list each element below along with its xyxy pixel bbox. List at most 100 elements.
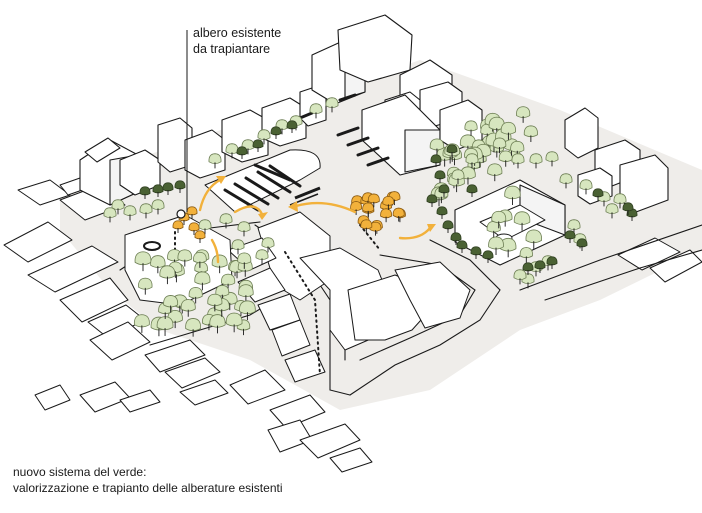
transplant-tree: [360, 219, 373, 234]
existing-tree: [464, 120, 478, 136]
dark-tree: [139, 186, 151, 199]
dark-tree: [174, 180, 186, 193]
existing-tree: [491, 210, 507, 229]
existing-tree: [451, 169, 465, 185]
existing-tree: [487, 163, 503, 182]
existing-tree: [237, 221, 251, 237]
existing-tree: [519, 247, 533, 263]
existing-tree: [465, 153, 479, 169]
dark-tree: [426, 194, 438, 207]
annotation-target-marker: [176, 209, 186, 219]
dark-tree: [434, 170, 446, 183]
caption-line-1: nuovo sistema del verde:: [13, 465, 147, 479]
dark-tree: [236, 146, 248, 159]
dark-tree: [442, 220, 454, 233]
dark-tree: [564, 230, 576, 243]
existing-tree: [511, 153, 525, 169]
central-blocks: [124, 211, 471, 383]
existing-tree: [523, 125, 538, 142]
existing-tree: [159, 265, 176, 285]
dark-tree: [430, 154, 442, 167]
existing-tree: [219, 213, 233, 229]
transplant-arrows: [198, 176, 436, 264]
existing-tree: [208, 153, 222, 169]
existing-tree: [579, 179, 593, 195]
existing-tree: [605, 203, 619, 219]
existing-tree: [177, 249, 193, 267]
dark-tree: [482, 250, 494, 263]
existing-tree: [123, 205, 137, 221]
annotation-line-2: da trapiantare: [193, 42, 271, 56]
existing-tree: [239, 300, 256, 321]
existing-tree: [513, 211, 531, 231]
existing-tree: [261, 237, 275, 253]
dark-tree: [534, 260, 546, 273]
existing-tree: [225, 143, 239, 159]
transplant-tree: [382, 196, 395, 210]
dark-tree: [466, 184, 478, 197]
annotation-line-1: albero esistente: [193, 26, 282, 40]
existing-tree: [138, 277, 153, 295]
dark-tree: [446, 144, 458, 157]
transplant-tree: [194, 230, 206, 243]
existing-tree: [150, 255, 166, 274]
existing-tree: [238, 284, 254, 303]
dark-tree: [286, 120, 298, 133]
transplant-tree: [392, 207, 405, 222]
existing-tree: [529, 153, 543, 169]
existing-tree: [156, 316, 174, 336]
transplant-trees: [172, 191, 406, 243]
existing-tree: [185, 318, 201, 337]
existing-tree: [188, 286, 203, 304]
existing-tree: [209, 314, 226, 334]
existing-tree: [198, 219, 212, 235]
existing-tree: [504, 185, 521, 205]
transplant-tree: [380, 208, 393, 223]
dark-tree: [152, 184, 164, 197]
existing-tree: [211, 254, 228, 274]
dark-tree: [456, 240, 468, 253]
existing-tree: [459, 134, 476, 154]
transplant-tree: [188, 222, 200, 235]
dark-tree: [270, 126, 282, 139]
existing-tree: [231, 239, 245, 255]
existing-tree: [225, 312, 243, 333]
existing-tree: [325, 97, 339, 113]
dark-tree: [522, 262, 534, 275]
existing-tree: [151, 199, 165, 215]
existing-tree: [103, 207, 117, 223]
existing-tree: [500, 121, 517, 140]
existing-tree: [492, 137, 507, 154]
existing-tree: [139, 203, 153, 219]
existing-tree: [241, 139, 255, 155]
dark-tree: [622, 202, 634, 215]
dark-tree: [592, 188, 604, 201]
existing-tree: [180, 299, 196, 317]
existing-trees: [103, 97, 627, 337]
dark-tree: [546, 256, 558, 269]
existing-tree: [134, 251, 152, 272]
dotted-paths: [174, 224, 381, 376]
existing-tree: [133, 314, 150, 333]
existing-tree: [193, 251, 207, 268]
existing-tree: [488, 236, 504, 255]
existing-tree: [559, 173, 573, 189]
dark-tree: [252, 139, 264, 152]
existing-tree: [429, 138, 445, 156]
transplant-tree: [172, 220, 184, 233]
existing-tree: [525, 229, 543, 249]
annotation-label: albero esistente da trapiantare: [193, 25, 281, 57]
existing-tree: [163, 295, 179, 313]
dark-tree: [436, 206, 448, 219]
existing-tree: [111, 199, 125, 215]
existing-tree: [255, 249, 269, 265]
dark-tree: [162, 182, 174, 195]
transplant-tree: [367, 193, 380, 208]
existing-tree: [275, 119, 289, 135]
dark-tree: [470, 246, 482, 259]
dark-tree: [576, 238, 588, 251]
transplant-tree: [186, 206, 198, 219]
dark-tree: [450, 232, 462, 245]
existing-tree: [498, 150, 513, 167]
